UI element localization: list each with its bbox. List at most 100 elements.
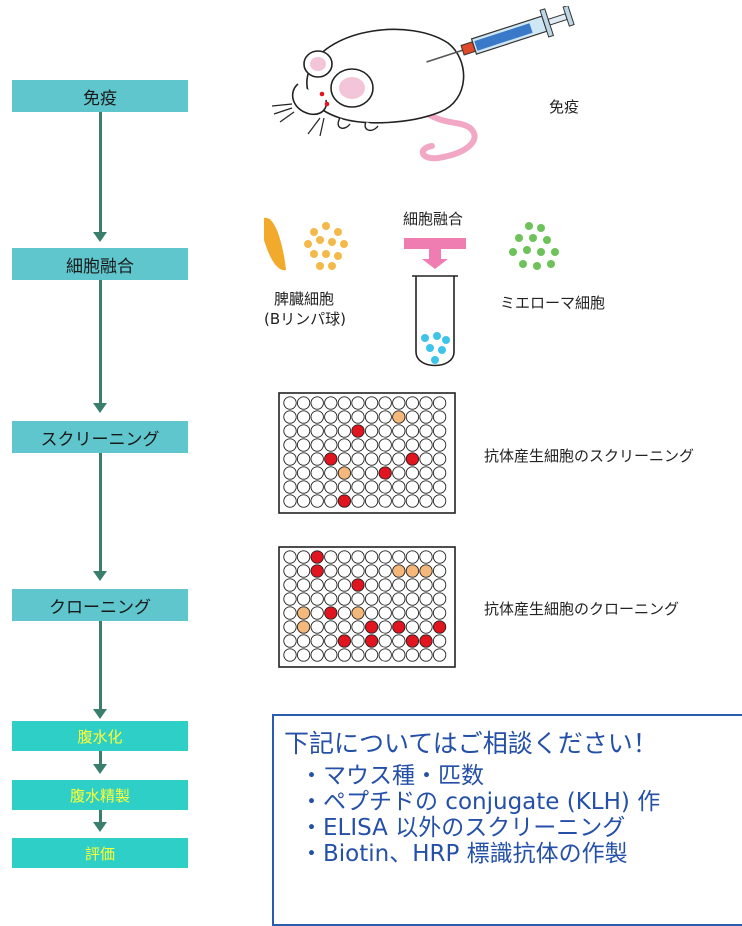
plate-well <box>283 424 297 438</box>
plate-well <box>405 396 420 410</box>
plate-well <box>324 578 338 592</box>
plate-well <box>419 606 433 620</box>
flow-arrow <box>99 112 102 234</box>
flow-arrow <box>99 810 102 824</box>
plate-well <box>351 564 365 578</box>
plate-well <box>283 606 297 620</box>
mouse-icon <box>271 28 478 162</box>
plate-well <box>283 480 297 494</box>
plate-well <box>432 452 447 466</box>
plate-well <box>310 396 324 410</box>
test-tube-icon <box>404 238 466 367</box>
plate-well <box>296 480 311 494</box>
plate-well <box>310 606 324 620</box>
plate-well <box>378 438 392 452</box>
plate-well <box>337 606 352 620</box>
plate-well <box>296 396 311 410</box>
consultation-item: ・マウス種・匹数 <box>300 763 484 789</box>
plate-well <box>324 648 338 662</box>
plate-well <box>364 634 379 648</box>
plate-well <box>392 480 406 494</box>
well-plate-icon <box>278 546 456 668</box>
plate-well <box>405 578 420 592</box>
plate-well <box>364 494 379 508</box>
cloning-label: 抗体産生細胞のクローニング <box>484 600 680 618</box>
plate-well <box>351 494 365 508</box>
plate-well <box>378 550 392 564</box>
plate-well <box>405 648 420 662</box>
flow-arrow <box>99 453 102 573</box>
plate-well <box>392 606 406 620</box>
plate-well <box>337 620 352 634</box>
myeloma-cell-label: ミエローマ細胞 <box>500 294 606 312</box>
plate-well <box>296 550 311 564</box>
plate-well <box>283 620 297 634</box>
plate-well <box>296 648 311 662</box>
plate-well <box>324 606 338 620</box>
step-ascites: 腹水化 <box>12 721 188 751</box>
plate-well <box>419 452 433 466</box>
myeloma-cells-icon <box>509 222 559 270</box>
plate-well <box>337 578 352 592</box>
plate-well <box>310 410 324 424</box>
plate-well <box>310 466 324 480</box>
plate-well <box>392 592 406 606</box>
plate-well <box>419 578 433 592</box>
plate-well <box>378 424 392 438</box>
plate-well <box>405 494 420 508</box>
plate-well <box>364 578 379 592</box>
plate-well <box>351 578 365 592</box>
plate-well <box>283 466 297 480</box>
plate-well <box>432 396 447 410</box>
plate-well <box>364 606 379 620</box>
plate-well <box>324 620 338 634</box>
spleen-cell-label: 脾臓細胞 <box>273 290 334 308</box>
plate-well <box>392 564 406 578</box>
plate-well <box>378 634 392 648</box>
plate-well <box>296 424 311 438</box>
plate-well <box>392 438 406 452</box>
plate-well <box>432 466 447 480</box>
spleen-cell-sublabel: (Bリンパ球) <box>264 310 346 328</box>
plate-well <box>392 550 406 564</box>
step-immunization: 免疫 <box>12 80 188 112</box>
plate-well <box>351 634 365 648</box>
plate-well <box>392 620 406 634</box>
plate-well <box>432 564 447 578</box>
plate-well <box>351 648 365 662</box>
plate-well <box>337 592 352 606</box>
plate-well <box>324 396 338 410</box>
flow-arrow <box>99 621 102 711</box>
step-cloning: クローニング <box>12 589 188 621</box>
plate-well <box>296 466 311 480</box>
plate-well <box>364 466 379 480</box>
flow-arrow <box>99 280 102 405</box>
plate-well <box>419 438 433 452</box>
plate-well <box>364 480 379 494</box>
plate-well <box>364 648 379 662</box>
plate-well <box>364 620 379 634</box>
plate-well <box>378 396 392 410</box>
plate-well <box>419 466 433 480</box>
plate-well <box>324 466 338 480</box>
plate-well <box>378 564 392 578</box>
plate-well <box>283 648 297 662</box>
plate-well <box>419 550 433 564</box>
plate-well <box>351 620 365 634</box>
plate-well <box>310 550 324 564</box>
plate-well <box>378 410 392 424</box>
plate-well <box>337 466 352 480</box>
plate-well <box>405 452 420 466</box>
plate-well <box>405 480 420 494</box>
plate-well <box>296 494 311 508</box>
plate-well <box>337 438 352 452</box>
plate-well <box>378 494 392 508</box>
plate-well <box>419 592 433 606</box>
immunization-label: 免疫 <box>549 98 580 116</box>
plate-well <box>419 424 433 438</box>
plate-well <box>392 396 406 410</box>
plate-well <box>351 480 365 494</box>
plate-well <box>378 578 392 592</box>
plate-well <box>296 634 311 648</box>
plate-well <box>432 480 447 494</box>
